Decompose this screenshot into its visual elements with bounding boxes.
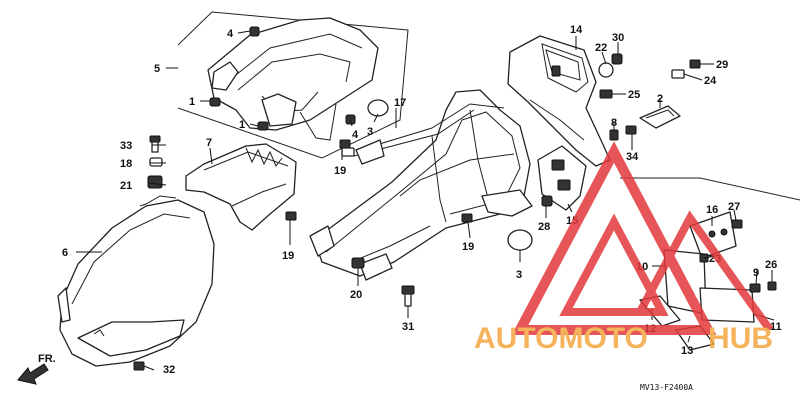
reflector-plate	[639, 105, 681, 129]
callout-4: 4	[352, 129, 359, 141]
callout-21: 21	[120, 180, 132, 192]
callout-19: 19	[462, 241, 474, 253]
callout-19: 19	[282, 250, 294, 262]
license-plate-holder-group	[620, 177, 800, 351]
front-arrow-label: FR.	[38, 353, 56, 365]
callout-13: 13	[681, 345, 693, 357]
callout-31: 31	[402, 321, 414, 333]
callout-9: 9	[753, 267, 759, 279]
callout-14: 14	[570, 24, 583, 36]
watermark-text-secondary: HUB	[708, 322, 773, 355]
callout-3: 3	[516, 269, 522, 281]
callout-33: 33	[120, 140, 132, 152]
callout-2: 2	[657, 93, 663, 105]
front-direction-arrow: FR.	[17, 353, 56, 385]
watermark-logo: AUTOMOTO HUB	[474, 141, 774, 355]
callout-1: 1	[189, 96, 195, 108]
callout-28: 28	[538, 221, 550, 233]
callout-30: 30	[612, 32, 624, 44]
inner-fender-group	[185, 143, 297, 231]
callout-26: 26	[765, 259, 777, 271]
callout-7: 7	[206, 137, 212, 149]
rear-cowl-group	[177, 11, 409, 159]
reflector-bracket	[537, 145, 587, 211]
callout-17: 17	[394, 97, 406, 109]
callout-8: 8	[611, 117, 617, 129]
callout-5: 5	[154, 63, 160, 75]
watermark-text-primary: AUTOMOTO	[474, 322, 648, 355]
callout-27: 27	[728, 201, 740, 213]
callout-34: 34	[626, 151, 639, 163]
rear-frame-group	[309, 89, 533, 281]
callout-18: 18	[120, 158, 132, 170]
callout-16: 16	[706, 204, 718, 216]
callout-32: 32	[163, 364, 175, 376]
fastener-group	[133, 53, 777, 371]
callout-24: 24	[704, 75, 717, 87]
callout-29: 29	[716, 59, 728, 71]
callout-4: 4	[227, 28, 234, 40]
callout-11: 11	[770, 321, 782, 333]
leader-lines	[76, 30, 775, 371]
callout-25: 25	[628, 89, 640, 101]
callout-20: 20	[350, 289, 362, 301]
callout-19: 19	[334, 165, 346, 177]
callout-1: 1	[239, 119, 245, 131]
rear-fender-group	[57, 195, 215, 367]
callout-3: 3	[367, 126, 373, 138]
callout-22: 22	[595, 42, 607, 54]
drawing-code: MV13-F2400A	[640, 383, 693, 392]
callout-6: 6	[62, 247, 68, 259]
